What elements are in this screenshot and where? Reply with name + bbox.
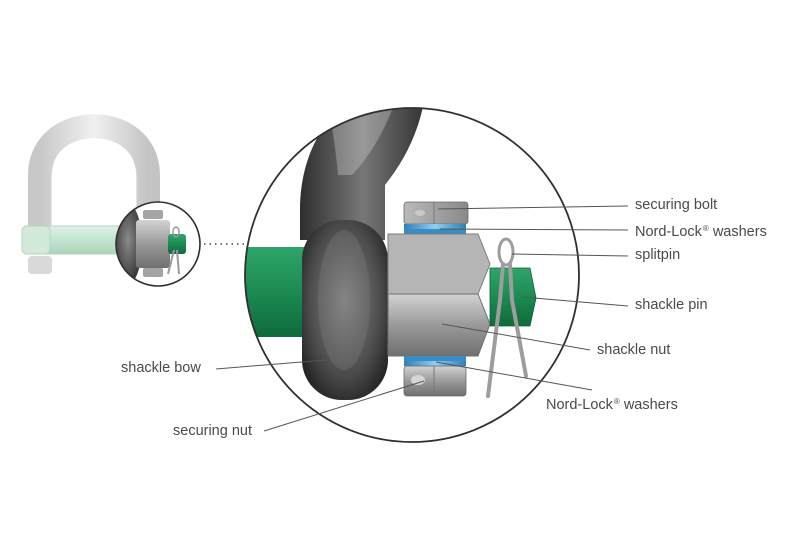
leader-nord-lock-bottom xyxy=(435,361,593,391)
securing-nut-part xyxy=(403,365,467,397)
label-shackle-pin: shackle pin xyxy=(635,297,708,313)
label-splitpin: splitpin xyxy=(635,247,681,263)
splitpin-part xyxy=(486,237,528,398)
registered-mark-top: ® xyxy=(702,224,709,233)
label-nord-lock-bottom-text: Nord-Lock xyxy=(546,397,613,413)
leader-lines xyxy=(215,205,629,432)
securing-bolt-part xyxy=(403,201,469,225)
label-nord-lock-washers-top: Nord-Lock® washers xyxy=(635,221,767,240)
detail-magnifier-large xyxy=(244,107,580,443)
leader-securing-bolt xyxy=(437,205,629,210)
label-securing-nut: securing nut xyxy=(173,423,252,439)
detail-magnifier-small xyxy=(115,201,201,287)
label-nord-lock-bottom-suffix: washers xyxy=(619,397,678,413)
leader-shackle-bow xyxy=(215,359,327,370)
label-securing-bolt: securing bolt xyxy=(635,197,718,213)
leader-nord-lock-top xyxy=(439,228,629,231)
nord-lock-washers-top-part xyxy=(404,224,466,234)
nord-lock-washers-bottom-part xyxy=(404,356,466,366)
label-nord-lock-top-text: Nord-Lock xyxy=(635,224,702,240)
label-shackle-nut: shackle nut xyxy=(597,342,671,358)
label-nord-lock-washers-bottom: Nord-Lock® washers xyxy=(546,394,678,413)
label-nord-lock-top-suffix: washers xyxy=(708,224,767,240)
shackle-nut-part xyxy=(387,233,491,357)
leader-splitpin xyxy=(511,253,629,257)
registered-mark-bottom: ® xyxy=(613,397,620,406)
label-shackle-bow: shackle bow xyxy=(121,360,201,376)
leader-shackle-nut xyxy=(441,323,591,351)
leader-shackle-pin xyxy=(521,296,629,307)
leader-securing-nut xyxy=(263,380,425,432)
overview-shackle-bow xyxy=(28,114,160,252)
